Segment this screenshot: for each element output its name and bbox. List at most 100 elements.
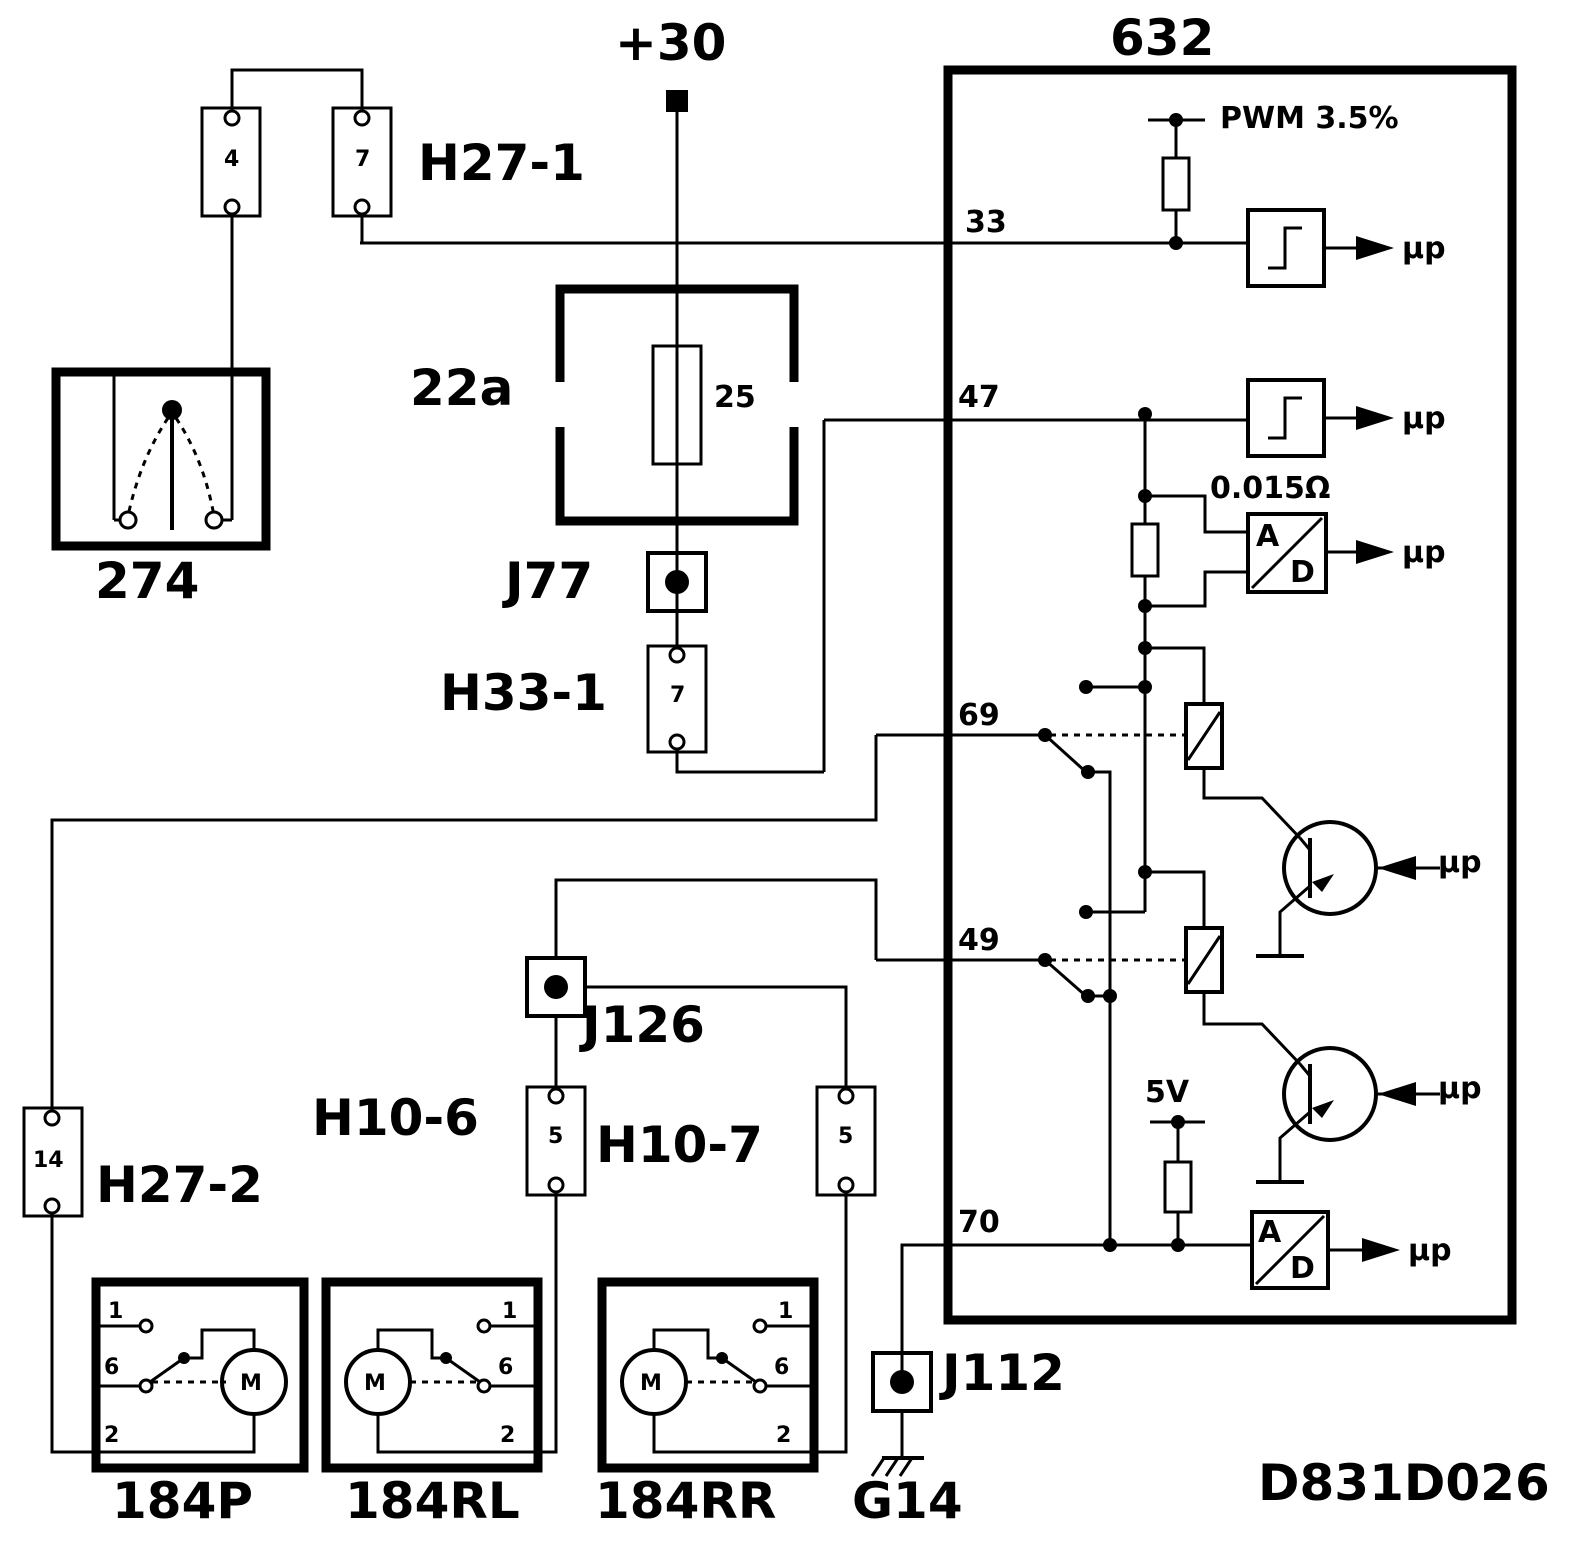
h27-1-pin-4-top-hole (223, 109, 241, 127)
supply-label: +30 (615, 14, 726, 72)
h10-7-bottom-hole (837, 1176, 855, 1194)
motor-184rr-pivot-wire (652, 1328, 722, 1360)
motor-184p-box (91, 1277, 309, 1473)
switch-274-contact-left (118, 510, 138, 530)
fuse-box-label: 22a (410, 359, 513, 417)
micro-label-33: μp (1402, 231, 1446, 266)
h10-6-bottom-hole (547, 1176, 565, 1194)
h10-7-to-184rr-wire (814, 1192, 848, 1454)
micro-label-t1: μp (1438, 845, 1482, 880)
motor-184rr-blade (721, 1356, 757, 1384)
adc-shunt-diagonal (1250, 516, 1324, 590)
pin-70-wire (900, 1243, 1252, 1386)
h27-1-pin-7-bottom-hole (353, 198, 371, 216)
motor-184rr-t6: 6 (774, 1355, 789, 1380)
pin-49-route-wire (554, 878, 878, 960)
pin-33-node (1169, 236, 1183, 250)
schmitt-trigger-33-symbol (1268, 226, 1302, 270)
shunt-sense-wire-top (1145, 494, 1248, 534)
connector-h33-1-label: H33-1 (440, 664, 607, 722)
motor-184rl-t6: 6 (498, 1355, 513, 1380)
relay-69-no-wire (1088, 770, 1112, 1245)
motor-184p-label: 184P (112, 1472, 253, 1530)
h10-6-top-hole (547, 1087, 565, 1105)
motor-184rl-t1-contact (476, 1318, 492, 1334)
motor-184p-t2: 2 (104, 1423, 119, 1448)
supply-terminal (666, 90, 688, 112)
motor-184rl-t2: 2 (500, 1423, 515, 1448)
h27-2-bottom-hole (43, 1197, 61, 1215)
pin-69-route-wire (50, 735, 878, 1108)
micro-arrow-t2-head (1378, 1082, 1416, 1106)
relay-69-blade (1043, 733, 1088, 774)
connector-h10-6-label: H10-6 (312, 1089, 479, 1147)
h33-1-bottom-hole (668, 733, 686, 751)
control-unit-label: 632 (1110, 9, 1214, 67)
motor-184rl-blade (445, 1356, 481, 1384)
h27-2-to-184p-wire (50, 1213, 96, 1454)
adc-pin-70-a: A (1258, 1215, 1282, 1250)
junction-j77 (646, 551, 708, 613)
switch-274-pivot (162, 400, 182, 420)
motor-184rr-t6-contact (752, 1378, 768, 1394)
pin-70-relay-node (1103, 1238, 1117, 1252)
shunt-sense-wire-bottom (1145, 570, 1248, 608)
ref-pullup-resistor (1163, 1160, 1193, 1214)
h33-1-to-pin-47-wire (675, 749, 824, 774)
connector-h27-1-label: H27-1 (418, 134, 585, 192)
adc-shunt-d: D (1290, 555, 1315, 590)
h10-7-pin-label: 5 (838, 1124, 853, 1149)
relay-69-coil-mark (1186, 711, 1222, 761)
switch-274-swing-left (126, 417, 170, 517)
h33-1-pin: 7 (670, 683, 685, 708)
h27-1-pin-7-label: 7 (355, 147, 370, 172)
relay-49-nc-contact (1079, 905, 1093, 919)
micro-label-47: μp (1402, 401, 1446, 436)
fuse-box-gap-right (782, 382, 806, 427)
transistor-1-emitter (1278, 884, 1311, 956)
micro-arrow-70-head (1362, 1238, 1400, 1262)
micro-label-70: μp (1408, 1233, 1452, 1268)
relay-69-coil-to-transistor (1202, 768, 1302, 840)
motor-184rr-box (597, 1277, 819, 1473)
pin-70-label: 70 (958, 1205, 1000, 1240)
motor-184p-t1: 1 (108, 1299, 123, 1324)
junction-j126-dot (544, 975, 568, 999)
junction-j112-label: J112 (939, 1344, 1065, 1402)
j126-to-h10-7-wire (585, 985, 848, 1087)
micro-arrow-33-head (1356, 236, 1394, 260)
pin-69-label: 69 (958, 698, 1000, 733)
motor-184p-motor-return (96, 1414, 256, 1454)
motor-184rl-pivot-wire (376, 1328, 446, 1360)
ground-g14-label: G14 (852, 1472, 963, 1530)
motor-184rr-label: 184RR (595, 1472, 776, 1530)
h27-1-bridge-wire (230, 68, 364, 108)
ref-voltage-label: 5V (1145, 1075, 1190, 1110)
motor-184p-t6-contact (138, 1378, 154, 1394)
motor-184rr-motor-label: M (640, 1371, 662, 1396)
micro-arrow-47-head (1356, 406, 1394, 430)
drawing-code: D831D026 (1258, 1454, 1550, 1512)
motor-184rl-t1: 1 (502, 1299, 517, 1324)
schmitt-trigger-47-symbol (1268, 396, 1302, 440)
fuse-25-rating: 25 (714, 380, 756, 415)
fuse-box-gap-left (548, 382, 572, 427)
micro-label-adc1: μp (1402, 535, 1446, 570)
shunt-resistor (1130, 522, 1160, 578)
motor-184rr-t2: 2 (776, 1423, 791, 1448)
motor-184p-t1-contact (138, 1318, 154, 1334)
switch-274-swing-right (174, 417, 216, 517)
motor-184rr-t1: 1 (778, 1299, 793, 1324)
switch-274 (51, 367, 271, 551)
motor-184p-motor-label: M (240, 1371, 262, 1396)
micro-arrow-adc1-head (1356, 540, 1394, 564)
adc-pin-70-d: D (1290, 1251, 1315, 1286)
transistor-1-collector (1298, 837, 1312, 851)
pin-47-label: 47 (958, 380, 1000, 415)
micro-arrow-t1-head (1378, 856, 1416, 880)
motor-184rl-motor-label: M (364, 1371, 386, 1396)
h27-1-pin-7-top-hole (353, 109, 371, 127)
pwm-label: PWM 3.5% (1220, 101, 1399, 136)
connector-h10-7-label: H10-7 (596, 1116, 763, 1174)
